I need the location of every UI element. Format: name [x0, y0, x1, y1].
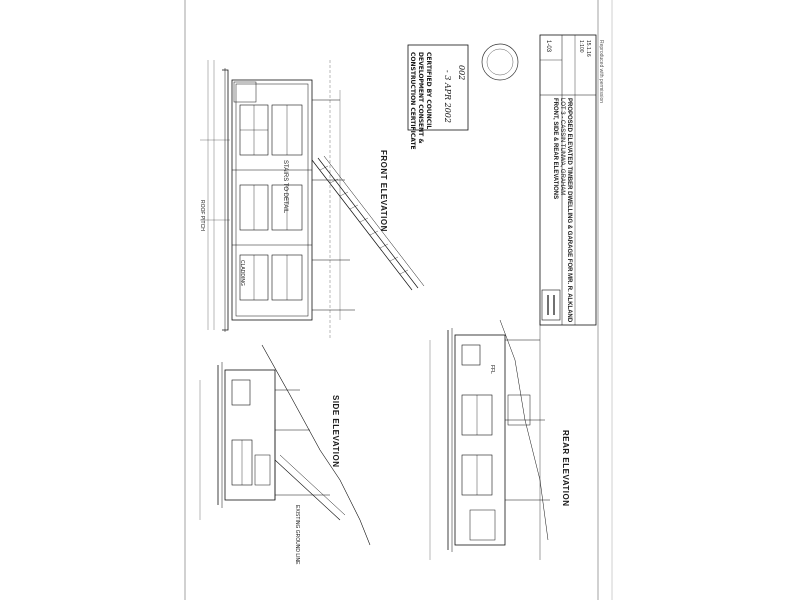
council-stamp: [407, 44, 469, 131]
rear-elevation-label: REAR ELEVATION: [561, 430, 570, 507]
side-elevation: [199, 344, 371, 546]
front-elevation-label: FRONT ELEVATION: [379, 150, 388, 232]
side-elevation-label: SIDE ELEVATION: [331, 395, 340, 468]
rear-elevation: [429, 319, 550, 560]
stamp-line-1: CERTIFIED BY COUNCIL: [425, 52, 432, 130]
margin-text: Reproduced with permission: [598, 40, 604, 104]
ffl-note: FFL: [489, 365, 495, 374]
title-drawing-no: 1-03: [545, 40, 551, 53]
title-scale: 1:100: [578, 40, 584, 53]
cladding-note: CLADDING: [239, 260, 245, 286]
title-lot: LOT 3 - CASSIN TUNWA, GRAHAM: [559, 98, 565, 196]
title-sheet: FRONT, SIDE & REAR ELEVATIONS: [552, 98, 558, 200]
front-elevation: [200, 60, 425, 340]
stamp-date: - 3 APR 2002: [443, 70, 452, 123]
stamp-line-3: CONSTRUCTION CERTIFICATE: [409, 52, 416, 150]
stamp-ref: 002: [457, 65, 466, 81]
title-date: 15.1.16: [585, 40, 591, 57]
round-stamp: [481, 43, 519, 81]
title-project: PROPOSED ELEVATED TIMBER DWELLING & GARA…: [566, 98, 572, 323]
stair-note: STAIRS TO DETAIL: [282, 160, 288, 214]
ground-note: EXISTING GROUND LINE: [294, 505, 300, 565]
title-block: [539, 34, 597, 326]
roof-note: ROOF PITCH: [199, 200, 205, 231]
stamp-line-2: DEVELOPMENT CONSENT &: [417, 52, 424, 144]
